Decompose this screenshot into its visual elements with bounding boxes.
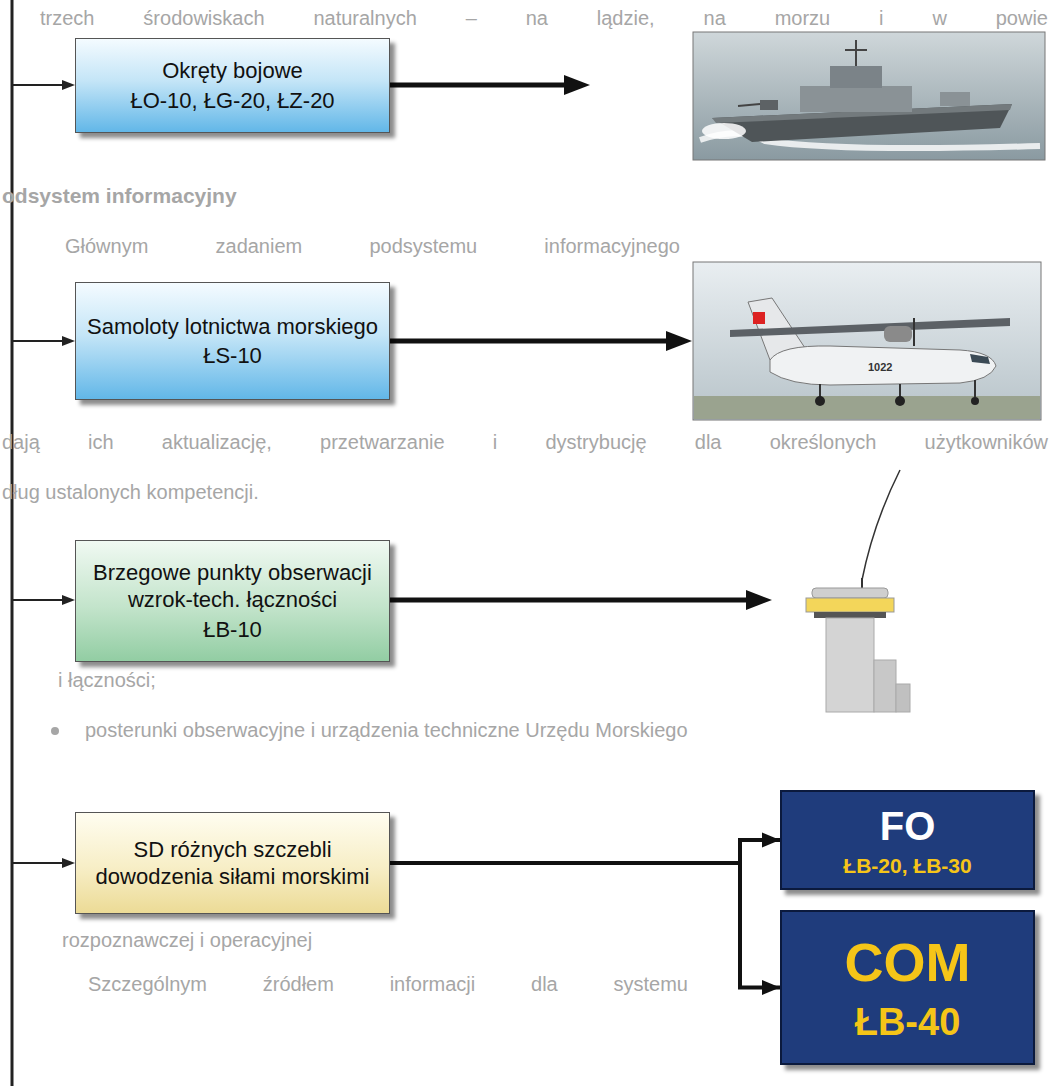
wheel bbox=[815, 396, 825, 406]
arrow-head bbox=[62, 80, 75, 90]
background-text: rozpoznawczej i operacyjnej bbox=[62, 928, 312, 952]
background-text: dają ich aktualizację, przetwarzanie i d… bbox=[2, 430, 1048, 454]
ground bbox=[694, 396, 1040, 419]
category-box: Brzegowe punkty obserwacji wzrok-tech. ł… bbox=[75, 540, 390, 662]
ship-gun bbox=[760, 100, 778, 110]
background-text: i łączności; bbox=[58, 668, 156, 692]
category-box: Samoloty lotnictwa morskiegoŁS-10 bbox=[75, 282, 390, 400]
badge-box: COMŁB-40 bbox=[780, 910, 1035, 1065]
ship-superstructure bbox=[800, 86, 912, 112]
landing-gear bbox=[899, 384, 901, 397]
picture-arrow bbox=[380, 83, 568, 88]
badge-code: ŁB-20, ŁB-30 bbox=[843, 853, 971, 879]
bracket-arrow bbox=[12, 340, 64, 342]
bracket-arrow bbox=[12, 599, 64, 601]
plane-checker bbox=[753, 312, 765, 324]
plane-fuselage bbox=[770, 346, 996, 385]
antenna bbox=[862, 470, 900, 580]
background-text: posterunki obserwacyjne i urządzenia tec… bbox=[85, 718, 688, 742]
ship-gun bbox=[738, 104, 760, 106]
category-box: SD różnych szczebli dowodzenia siłami mo… bbox=[75, 812, 390, 914]
tower-building bbox=[896, 684, 910, 712]
badge-title: COM bbox=[845, 929, 971, 997]
landing-gear bbox=[974, 380, 976, 397]
box-title: SD różnych szczebli dowodzenia siłami mo… bbox=[88, 836, 377, 891]
ship-mast bbox=[855, 40, 857, 66]
box-code: ŁB-10 bbox=[203, 616, 262, 644]
background-text: dług ustalonych kompetencji. bbox=[2, 480, 259, 504]
arrow-head bbox=[746, 590, 772, 610]
arrow-head bbox=[62, 336, 75, 346]
box-code: ŁO-10, ŁG-20, ŁZ-20 bbox=[130, 87, 334, 115]
bracket-line bbox=[11, 0, 14, 1086]
background-text: Szczególnym źródłem informacji dla syste… bbox=[88, 972, 688, 996]
tower-cabin bbox=[806, 598, 894, 612]
bow-wave bbox=[702, 123, 746, 139]
tower-building bbox=[874, 660, 896, 712]
ship-superstructure bbox=[940, 92, 970, 106]
picture-arrow bbox=[380, 339, 670, 344]
box-title: Brzegowe punkty obserwacji wzrok-tech. ł… bbox=[84, 559, 381, 614]
background-text: Głównym zadaniem podsystemu informacyjne… bbox=[65, 234, 680, 258]
bullet bbox=[51, 727, 59, 735]
box-title: Samoloty lotnictwa morskiego bbox=[87, 313, 378, 341]
badge-title: FO bbox=[880, 801, 936, 851]
plane-propeller bbox=[913, 318, 915, 346]
box-code: ŁS-10 bbox=[203, 342, 262, 370]
background-heading: odsystem informacyjny bbox=[2, 183, 237, 208]
wheel bbox=[895, 396, 905, 406]
wheel bbox=[971, 397, 979, 405]
badge-box: FOŁB-20, ŁB-30 bbox=[780, 790, 1035, 890]
badge-code: ŁB-40 bbox=[855, 999, 961, 1047]
tower-band bbox=[814, 612, 886, 618]
landing-gear bbox=[819, 384, 821, 397]
ship-mast bbox=[845, 49, 867, 51]
connector-arrow bbox=[390, 840, 780, 863]
arrow-head bbox=[62, 595, 75, 605]
bracket-arrow bbox=[12, 84, 64, 86]
arrow-head bbox=[564, 75, 590, 95]
background-text: trzech środowiskach naturalnych – na ląd… bbox=[40, 6, 1048, 30]
plane-engine bbox=[884, 326, 912, 342]
picture-arrow bbox=[380, 598, 750, 603]
ship-bridge bbox=[830, 66, 882, 88]
connector-arrow bbox=[390, 863, 780, 988]
plane-photo bbox=[693, 262, 1041, 420]
tower-body bbox=[826, 618, 874, 712]
tower-roof bbox=[812, 588, 888, 598]
registration-number: 1022 bbox=[868, 361, 892, 374]
arrow-head bbox=[62, 858, 75, 868]
plane-cockpit bbox=[970, 354, 990, 364]
arrow-head bbox=[666, 331, 692, 351]
plane-wing bbox=[730, 318, 1010, 337]
box-title: Okręty bojowe bbox=[162, 57, 303, 85]
bracket-arrow bbox=[12, 862, 64, 864]
ship-photo bbox=[693, 32, 1045, 160]
category-box: Okręty bojoweŁO-10, ŁG-20, ŁZ-20 bbox=[75, 38, 390, 133]
